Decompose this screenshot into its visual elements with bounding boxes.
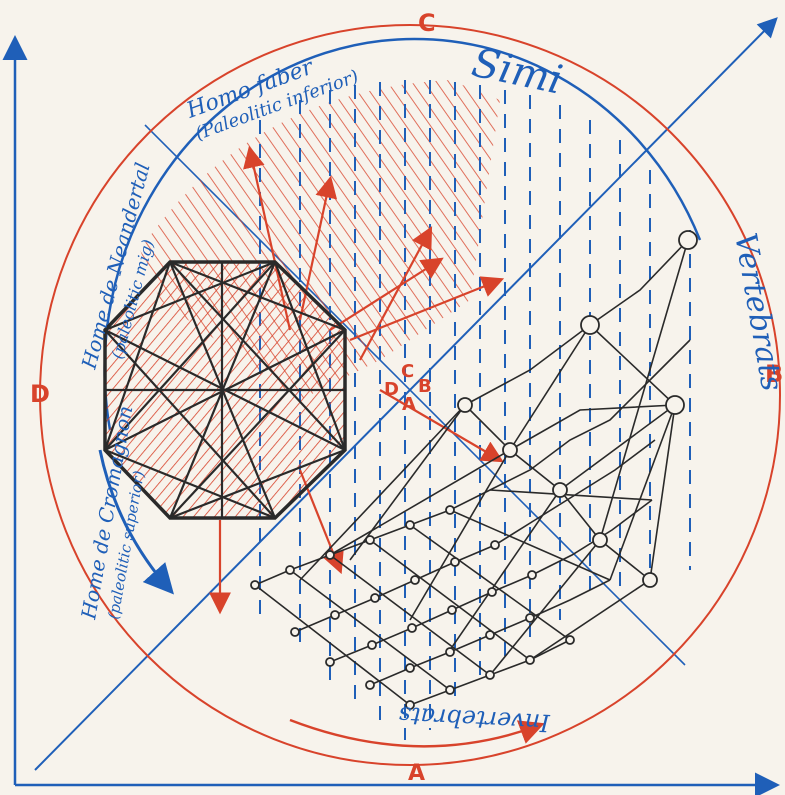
octagon-figure <box>103 260 347 520</box>
center-letter-b: B <box>418 376 432 397</box>
center-letter-a: A <box>402 394 416 415</box>
label-c-top: C <box>418 9 436 37</box>
center-letter-d: D <box>384 379 399 400</box>
bottom-red-arrow <box>289 718 545 748</box>
left-arc-arrow <box>98 449 174 595</box>
label-a-bottom: A <box>408 761 425 786</box>
red-arrows <box>209 145 505 615</box>
lattice-nodes <box>250 230 698 710</box>
label-vertebrats: Vertebrats <box>727 230 785 393</box>
label-b-right: B <box>765 360 783 388</box>
evolution-arc <box>103 37 702 431</box>
center-letter-c: C <box>401 361 414 382</box>
outer-circle <box>39 24 781 766</box>
label-invertebrats: Invertebrats <box>398 701 551 737</box>
label-d-left: D <box>30 380 50 408</box>
